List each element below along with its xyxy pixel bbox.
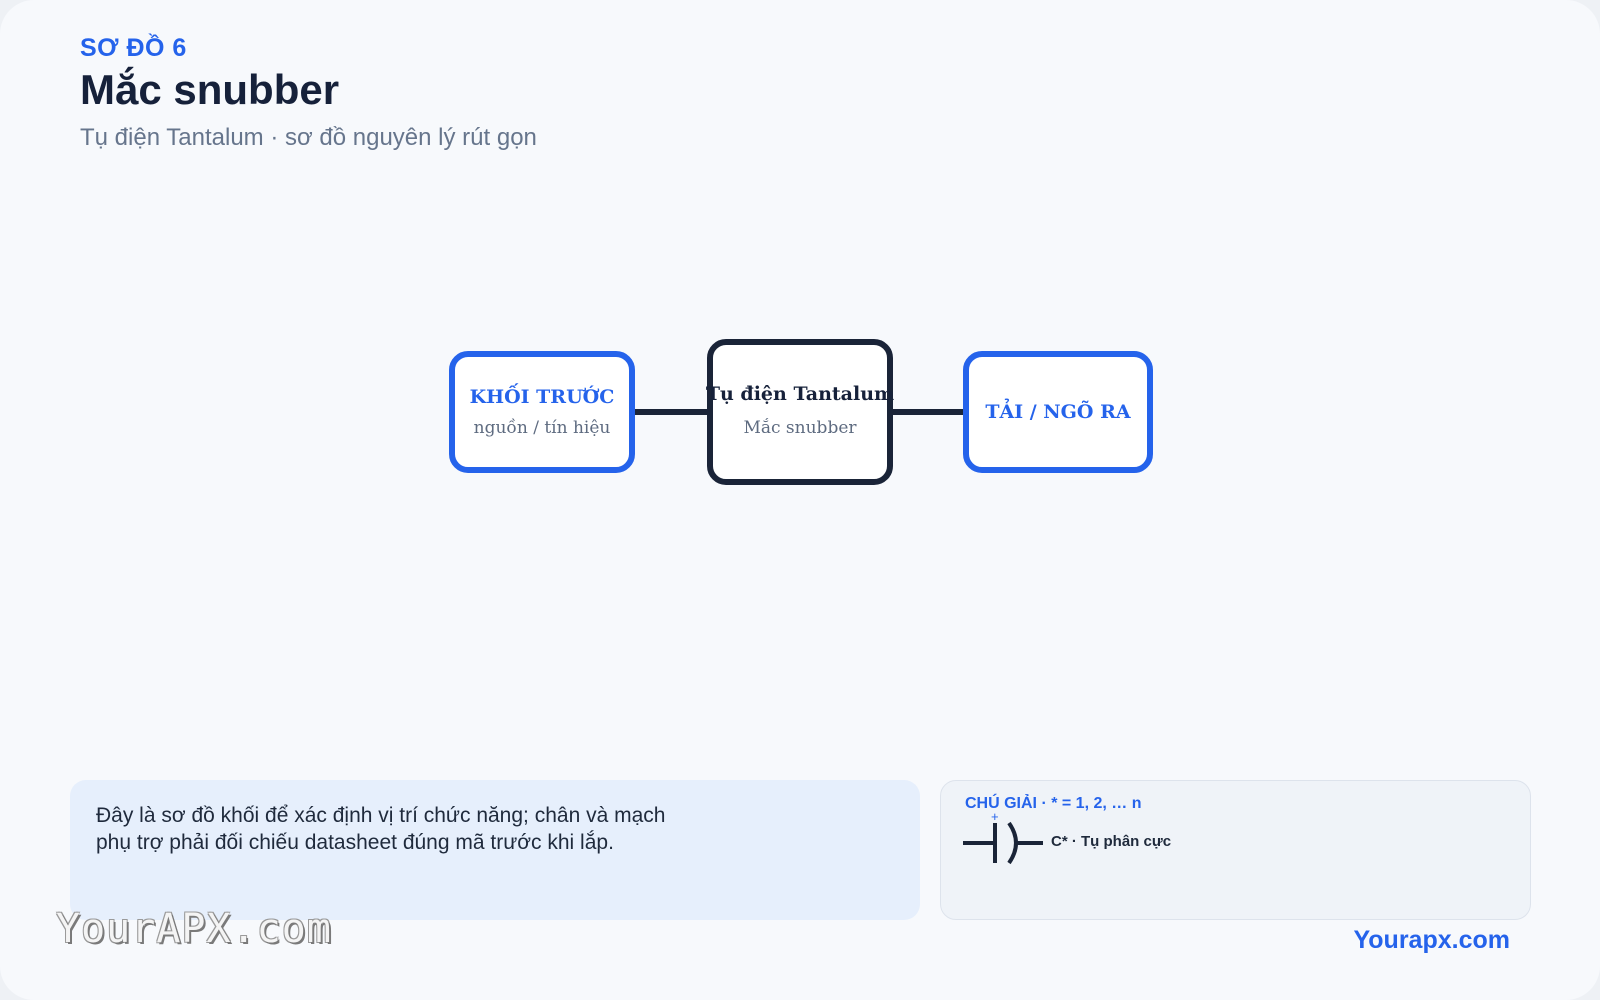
page-title: Mắc snubber — [80, 66, 340, 113]
block-previous-stage-subtitle: nguồn / tín hiệu — [474, 418, 611, 438]
page-subtitle: Tụ điện Tantalum · sơ đồ nguyên lý rút g… — [80, 124, 537, 151]
block-tantalum-capacitor-subtitle: Mắc snubber — [743, 418, 857, 438]
block-load-output-title: TẢI / NGÕ RA — [985, 397, 1130, 423]
block-tantalum-capacitor-title: Tụ điện Tantalum — [706, 383, 894, 405]
watermark-logo: YourAPX.com — [56, 906, 332, 952]
info-note-text: Đây là sơ đồ khối để xác định vị trí chứ… — [96, 804, 666, 854]
legend-item-label: C* · Tụ phân cực — [1051, 833, 1172, 850]
block-previous-stage[interactable]: KHỐI TRƯỚC nguồn / tín hiệu — [449, 351, 635, 473]
brand-link[interactable]: Yourapx.com — [1353, 926, 1510, 954]
block-load-output[interactable]: TẢI / NGÕ RA — [963, 351, 1153, 473]
legend-panel: CHÚ GIẢI · * = 1, 2, … n + C* · Tụ phân … — [940, 780, 1531, 920]
legend-title: CHÚ GIẢI · * = 1, 2, … n — [965, 795, 1142, 812]
info-note: Đây là sơ đồ khối để xác định vị trí chứ… — [70, 780, 920, 920]
block-tantalum-capacitor[interactable]: Tụ điện Tantalum Mắc snubber — [706, 339, 894, 485]
polarized-capacitor-icon: + — [963, 813, 1043, 865]
block-previous-stage-title: KHỐI TRƯỚC — [470, 383, 615, 408]
polarity-plus-sign: + — [991, 813, 999, 824]
diagram-number: SƠ ĐỒ 6 — [80, 34, 187, 62]
